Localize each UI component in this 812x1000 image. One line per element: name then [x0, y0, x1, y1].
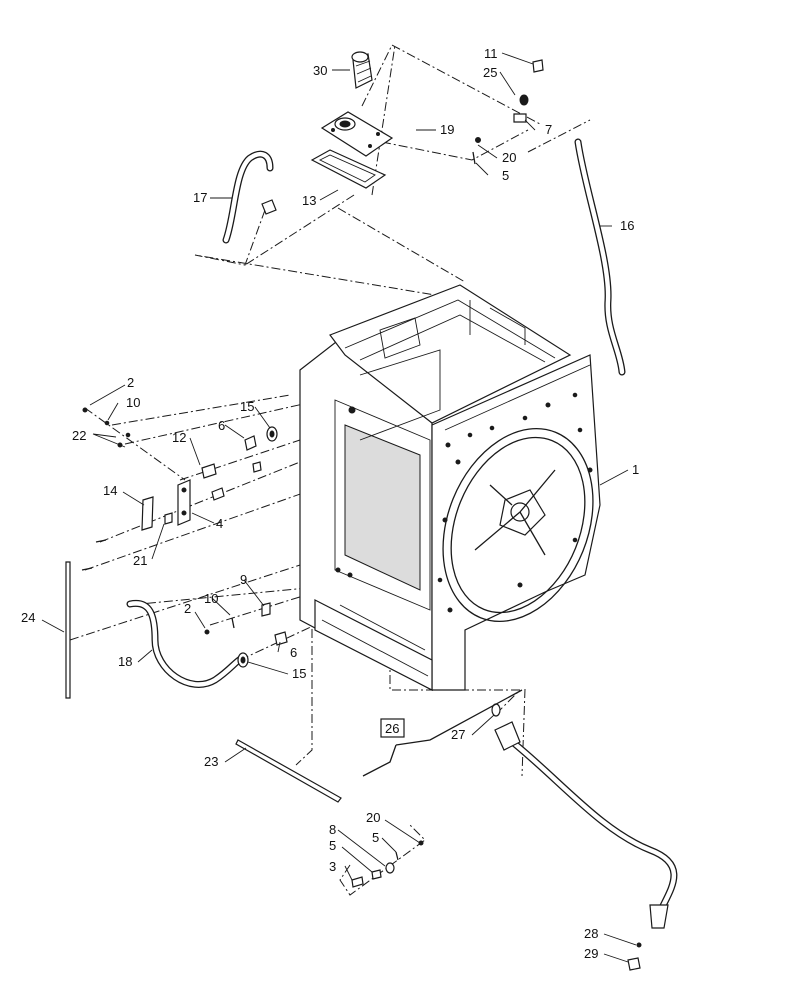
vent-fitting: [513, 59, 544, 123]
callout-29: 29: [584, 946, 598, 961]
callout-26: 26: [385, 721, 399, 736]
callout-7: 7: [545, 122, 552, 137]
seal-strips: [65, 561, 342, 803]
hose-18: [126, 599, 246, 688]
mounting-holes: [335, 392, 593, 613]
gasket: [310, 149, 387, 189]
hose-16: [574, 138, 626, 376]
drain-hose-27: [491, 703, 678, 971]
hose-17: [222, 150, 277, 244]
filler-neck-plate: [320, 111, 394, 157]
callout-16: 16: [620, 218, 634, 233]
callout-23: 23: [204, 754, 218, 769]
callout-24: 24: [21, 610, 35, 625]
callout-2: 2: [127, 375, 134, 390]
callout-21: 21: [133, 553, 147, 568]
left-hardware: [81, 407, 424, 888]
ref-box-26: [362, 689, 523, 777]
callout-9: 9: [240, 572, 247, 587]
callout-6: 6: [218, 418, 225, 433]
callout-3: 3: [329, 859, 336, 874]
callout-30: 30: [313, 63, 327, 78]
callout-25: 25: [483, 65, 497, 80]
callout-5: 5: [502, 168, 509, 183]
callout-14: 14: [103, 483, 117, 498]
callout-4: 4: [216, 516, 223, 531]
callout-27: 27: [451, 727, 465, 742]
fan-shroud-housing: [299, 284, 601, 691]
callout-6: 6: [290, 645, 297, 660]
callout-20: 20: [502, 150, 516, 165]
callout-15: 15: [292, 666, 306, 681]
callout-15: 15: [240, 399, 254, 414]
callout-labels: 1 2 2 3 4 5 5 5 6 6 7 8 9 10 10 11 12 13…: [21, 46, 639, 961]
callout-1: 1: [632, 462, 639, 477]
callout-12: 12: [172, 430, 186, 445]
callout-10: 10: [204, 591, 218, 606]
callout-19: 19: [440, 122, 454, 137]
callout-8: 8: [329, 822, 336, 837]
callout-5: 5: [329, 838, 336, 853]
callout-22: 22: [72, 428, 86, 443]
small-bolts-top: [472, 137, 481, 165]
filler-cap: [351, 51, 373, 89]
callout-2: 2: [184, 601, 191, 616]
leader-lines: [41, 52, 637, 963]
callout-20: 20: [366, 810, 380, 825]
callout-17: 17: [193, 190, 207, 205]
callout-5: 5: [372, 830, 379, 845]
callout-10: 10: [126, 395, 140, 410]
callout-28: 28: [584, 926, 598, 941]
callout-18: 18: [118, 654, 132, 669]
callout-11: 11: [484, 46, 498, 61]
callout-13: 13: [302, 193, 316, 208]
